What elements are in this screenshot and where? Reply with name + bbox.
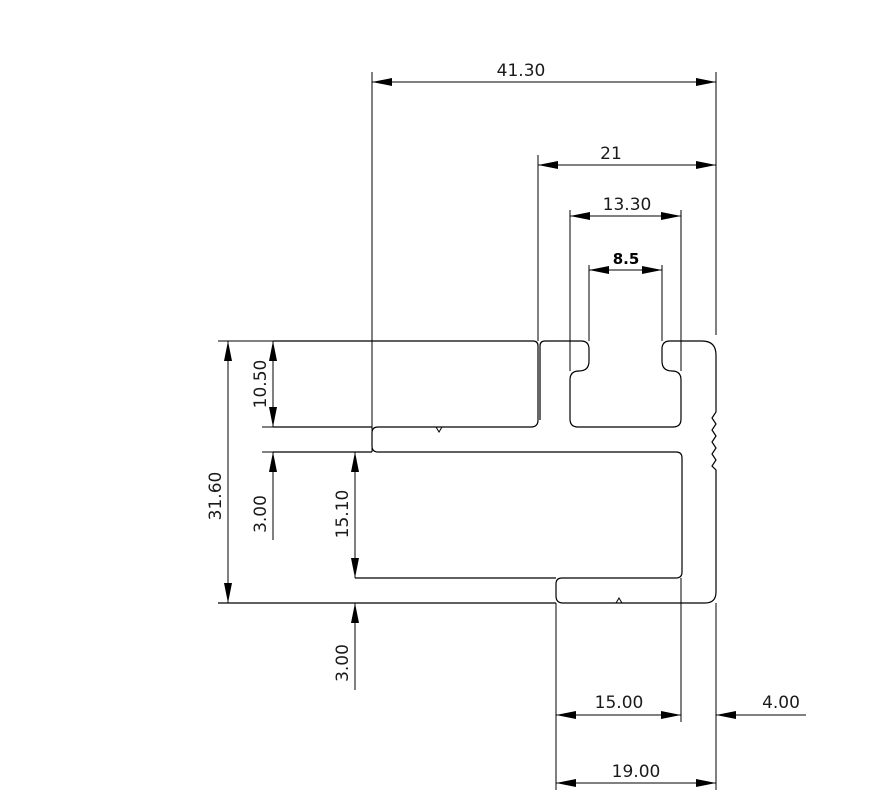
dim-13-30: 13.30 xyxy=(603,195,652,215)
dim-31-60: 31.60 xyxy=(206,472,226,521)
dim-41-30: 41.30 xyxy=(497,61,546,81)
dim-3-00-bottom: 3.00 xyxy=(333,644,353,682)
aluminium-profile-outline xyxy=(218,340,717,604)
dim-21: 21 xyxy=(600,144,622,164)
dim-19-00: 19.00 xyxy=(612,762,661,782)
dim-3-00-middle: 3.00 xyxy=(251,495,271,533)
dim-15-00: 15.00 xyxy=(595,693,644,713)
dimension-lines xyxy=(224,78,806,787)
dim-15-10: 15.10 xyxy=(333,490,353,539)
dim-4-00: 4.00 xyxy=(762,693,800,713)
dim-8-5: 8.5 xyxy=(613,250,640,268)
dimension-labels: 41.30 21 13.30 8.5 10.50 31.60 3.00 15.1… xyxy=(206,61,800,782)
extension-lines xyxy=(218,72,717,790)
dim-10-50: 10.50 xyxy=(251,360,271,409)
